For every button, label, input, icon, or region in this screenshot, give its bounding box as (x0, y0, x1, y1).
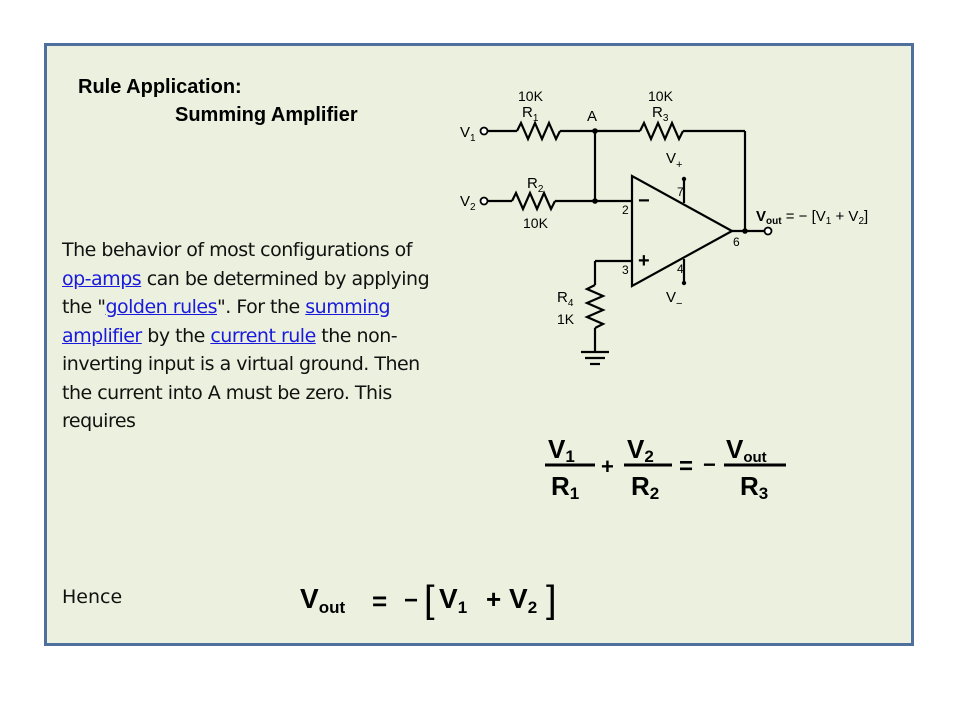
r4-value: 1K (557, 311, 575, 327)
paragraph-text: the non-inverting input is a virtual gro… (62, 324, 420, 433)
circuit-nodes (592, 128, 748, 286)
slide-title: Rule Application: (78, 76, 242, 98)
v2-label: V2 (460, 193, 476, 213)
pin-4-label: 4 (677, 262, 684, 276)
paragraph-text: can be determined by applying the " (62, 267, 430, 319)
eq2-v1: V1 (439, 583, 467, 617)
slide-subtitle: Summing Amplifier (175, 104, 358, 126)
eq2-right-bracket: ] (546, 579, 557, 621)
pin-6-label: 6 (733, 235, 740, 249)
eq2-v2: V2 (509, 583, 537, 617)
eq1-minus: − (703, 452, 716, 477)
eq2-lhs: Vout (300, 583, 345, 617)
r4-label: R4 (557, 289, 574, 309)
pin-3-label: 3 (622, 263, 629, 277)
r3-label: R3 (652, 104, 669, 124)
paragraph-text: ". For the (217, 296, 306, 318)
r1-label: R1 (522, 104, 539, 124)
r1-value: 10K (518, 88, 544, 104)
golden-rules-link[interactable]: golden rules (105, 296, 217, 318)
eq1-equals: = (679, 453, 693, 480)
r2-value: 10K (523, 215, 549, 231)
summing-amplifier-link[interactable]: summing amplifier (62, 296, 391, 347)
result-equation: Vout = − [ V1 + V2 ] (300, 579, 557, 621)
current-equation: V1 R1 + V2 R2 = − Vout R3 (545, 434, 786, 503)
slide-frame (44, 43, 914, 646)
eq1-plus: + (601, 454, 614, 479)
paragraph-text: The behavior of most configurations of (62, 239, 412, 261)
node-a-label: A (587, 108, 597, 125)
v1-label: V1 (460, 124, 476, 144)
r2-label: R2 (527, 175, 544, 195)
op-amps-link[interactable]: op-amps (62, 267, 142, 290)
hence-label: Hence (62, 586, 123, 608)
eq2-plus: + (486, 584, 501, 614)
r3-value: 10K (648, 88, 674, 104)
eq1-denominator-3: R3 (740, 471, 768, 503)
pin-2-label: 2 (622, 203, 629, 217)
eq1-denominator-1: R1 (551, 471, 579, 503)
eq1-numerator-2: V2 (627, 434, 654, 466)
paragraph-text: by the (141, 324, 211, 347)
eq1-numerator-1: V1 (548, 434, 575, 466)
noninverting-sign: + (638, 250, 650, 272)
circuit-wires (487, 120, 765, 366)
inverting-sign: − (638, 190, 650, 212)
current-rule-link[interactable]: current rule (210, 324, 316, 347)
terminal-circles (479, 126, 773, 236)
eq2-equals: = (372, 586, 387, 616)
explanation-paragraph: The behavior of most configurations of o… (62, 236, 432, 436)
vplus-label: V+ (666, 150, 682, 171)
eq1-denominator-2: R2 (631, 471, 659, 503)
pin-7-label: 7 (677, 185, 684, 199)
eq2-minus: − (404, 587, 418, 614)
output-formula: Vout = − [V1 + V2] (756, 208, 868, 227)
eq1-numerator-3: Vout (726, 434, 767, 466)
eq2-left-bracket: [ (424, 579, 435, 621)
vminus-label: V− (666, 289, 682, 310)
